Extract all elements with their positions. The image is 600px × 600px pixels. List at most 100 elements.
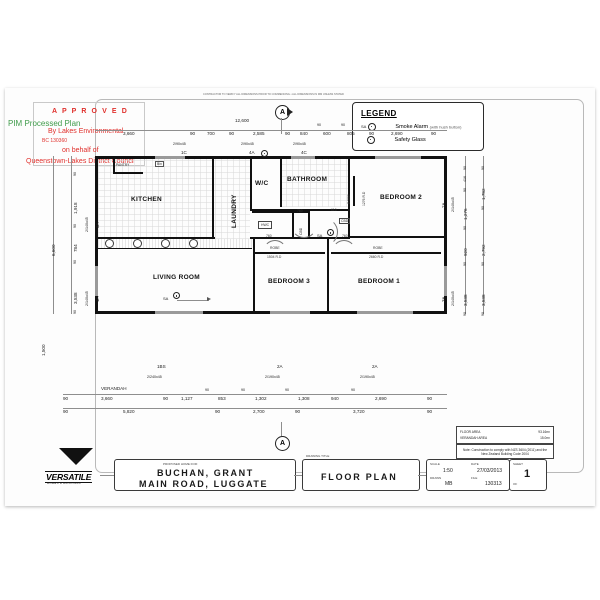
dim-right1-7: 3,538 [463,294,468,307]
dim-bot2-1: 5,820 [123,409,135,414]
compliance-note: Note: Construction to comply with NZS 36… [462,448,548,457]
room-label-bathroom: BATHROOM [287,176,328,183]
dim-top-4: 2,585 [253,131,265,136]
dim-right1-4: 90 [463,226,467,230]
dim-top-11: 90 [431,131,437,136]
wall-left [95,156,98,314]
bin-label: Bin [155,161,164,167]
dim-top-6: 840 [300,131,308,136]
door-width-bath: 760 [297,209,303,213]
dim-bot1-2: 90 [163,396,169,401]
dim-left-3: 784 [73,244,78,252]
verandah-post [189,239,198,248]
lintel-bottom-mark-2: 2A [372,364,378,369]
legend-item-safety-glass: Safety Glass [361,136,426,144]
brand-subtitle: HOMES & BUILDINGS [47,481,81,485]
dim-bot1-5: 853 [218,396,226,401]
wall-hwc-top [252,211,308,213]
dim-top-2: 700 [207,131,215,136]
dim-right2-5: 3,538 [481,294,486,307]
lintel-bottom-mark-1: 2A [277,364,283,369]
dim-right1-6: 90 [463,262,467,266]
rd-label-bed2: 1276 R.D [362,191,366,206]
robe-label-bed1: ROBE [373,246,383,250]
pantry-label: PANTRY [116,163,130,167]
verandah-area-label: VERANDAH AREA [460,436,488,440]
legend-label-smoke-alarm: Smoke Alarm [395,124,429,131]
floor-plan-drawing: HWC CBD PANTRY Bin KITCHEN LAUNDRY BATHR… [95,156,447,361]
approval-stamp: A P P R O V E D PIM Processed Plan By La… [8,102,145,166]
dim-left-4: 90 [73,260,77,264]
lintel-top-size-1: 2/90x45 [241,142,254,146]
dim-bot1-10: 940 [331,396,339,401]
lintel-top-mark-2: 4C [301,150,307,155]
stamp-pim: PIM Processed Plan [8,119,81,128]
contractor-note: CONTRACTOR TO VERIFY ALL DIMENSIONS PRIO… [203,93,344,96]
door-width-bed1: 760 [342,234,348,238]
dim-left-5: 3,538 [73,292,78,305]
wall-right [444,156,447,314]
room-label-living: LIVING ROOM [153,274,200,281]
dim-bot1-1: 3,660 [101,396,113,401]
drawing-sheet: CONTRACTOR TO VERIFY ALL DIMENSIONS PRIO… [5,88,595,506]
robe-bed1 [331,252,441,254]
date-label: DATE [471,462,479,466]
dim-top-5: 90 [285,131,291,136]
room-label-bedroom3: BEDROOM 3 [268,278,311,285]
lintel-top-mark-1: 4A [249,150,255,155]
dim-right2-3: 2,792 [481,244,486,257]
dim-bot2-2: 90 [215,409,221,414]
verandah-post [161,239,170,248]
dim-bot1-11: 90 [351,388,355,392]
wall-pantry-left [113,159,115,173]
dim-left-2: 90 [73,224,77,228]
dim-right2-1: 1,782 [481,188,486,201]
dim-bot2-6: 90 [427,409,433,414]
stamp-approved: A P P R O V E D [52,108,129,115]
lintel-bottom-size-0: 2/240x45 [147,375,162,379]
wall-bed3-bed1 [327,239,330,311]
wall-bath-bed2 [348,159,351,211]
dim-bot1-12: 2,690 [375,396,387,401]
lintel-left-size-1: 2/140x45 [85,291,89,306]
wall-laundry-bath [250,159,253,211]
drawn-value: MB [445,481,453,487]
sa-text-living: SA [163,296,169,301]
scale-date-panel: SCALE 1:50 DATE 27/03/2013 DRAWN MB FILE… [426,459,510,491]
dim-top-1: 90 [190,131,196,136]
lintel-bottom-mark-0: 1BS [157,364,166,369]
dim-right1-5: 920 [463,248,468,256]
client-name: BUCHAN, GRANT [157,468,254,478]
dim-bot1-6: 90 [241,388,245,392]
wall-bed2-left [348,209,351,239]
wall-bed2-bottom [350,236,445,239]
room-label-bedroom1: BEDROOM 1 [358,278,401,285]
dim-right2-2: 90 [481,206,485,210]
dim-left-6: 90 [73,310,77,314]
dim-bot1-8: 90 [285,388,289,392]
dim-bot2-3: 2,700 [253,409,265,414]
dim-left-1: 1,918 [73,202,78,215]
cbd-label-bed2: CBD [339,218,351,224]
wall-pantry-bottom [113,172,143,174]
legend-label-safety-glass: Safety Glass [394,137,426,144]
lintel-right-size-0: 2/140x45 [451,197,455,212]
lintel-top-size-2: 2/90x45 [293,142,306,146]
dim-bot1-3: 1,127 [181,396,193,401]
dim-top-7: 600 [323,131,331,136]
drawn-label: DRAWN [430,476,442,480]
client-panel: PROPOSED HOME FOR: BUCHAN, GRANT MAIN RO… [114,459,296,491]
dim-bot1-9: 1,308 [298,396,310,401]
dim-right1-0: 90 [463,166,467,170]
dim-left-overall: 6,600 [51,244,56,257]
compliance-note-box: Note: Construction to comply with NZS 36… [456,444,554,459]
dim-bot1-4: 90 [205,388,209,392]
door-width-bed3: 760 [266,234,272,238]
floor-area-box: FLOOR AREA 93.16m² VERANDAH AREA 15.0m² [456,426,554,444]
scale-value: 1:50 [443,468,453,474]
wall-wc-bath [280,159,283,207]
dim-right2-6: 90 [481,312,485,316]
dim-right1-1: 416 [463,176,467,182]
client-address: MAIN ROAD, LUGGATE [139,479,269,489]
